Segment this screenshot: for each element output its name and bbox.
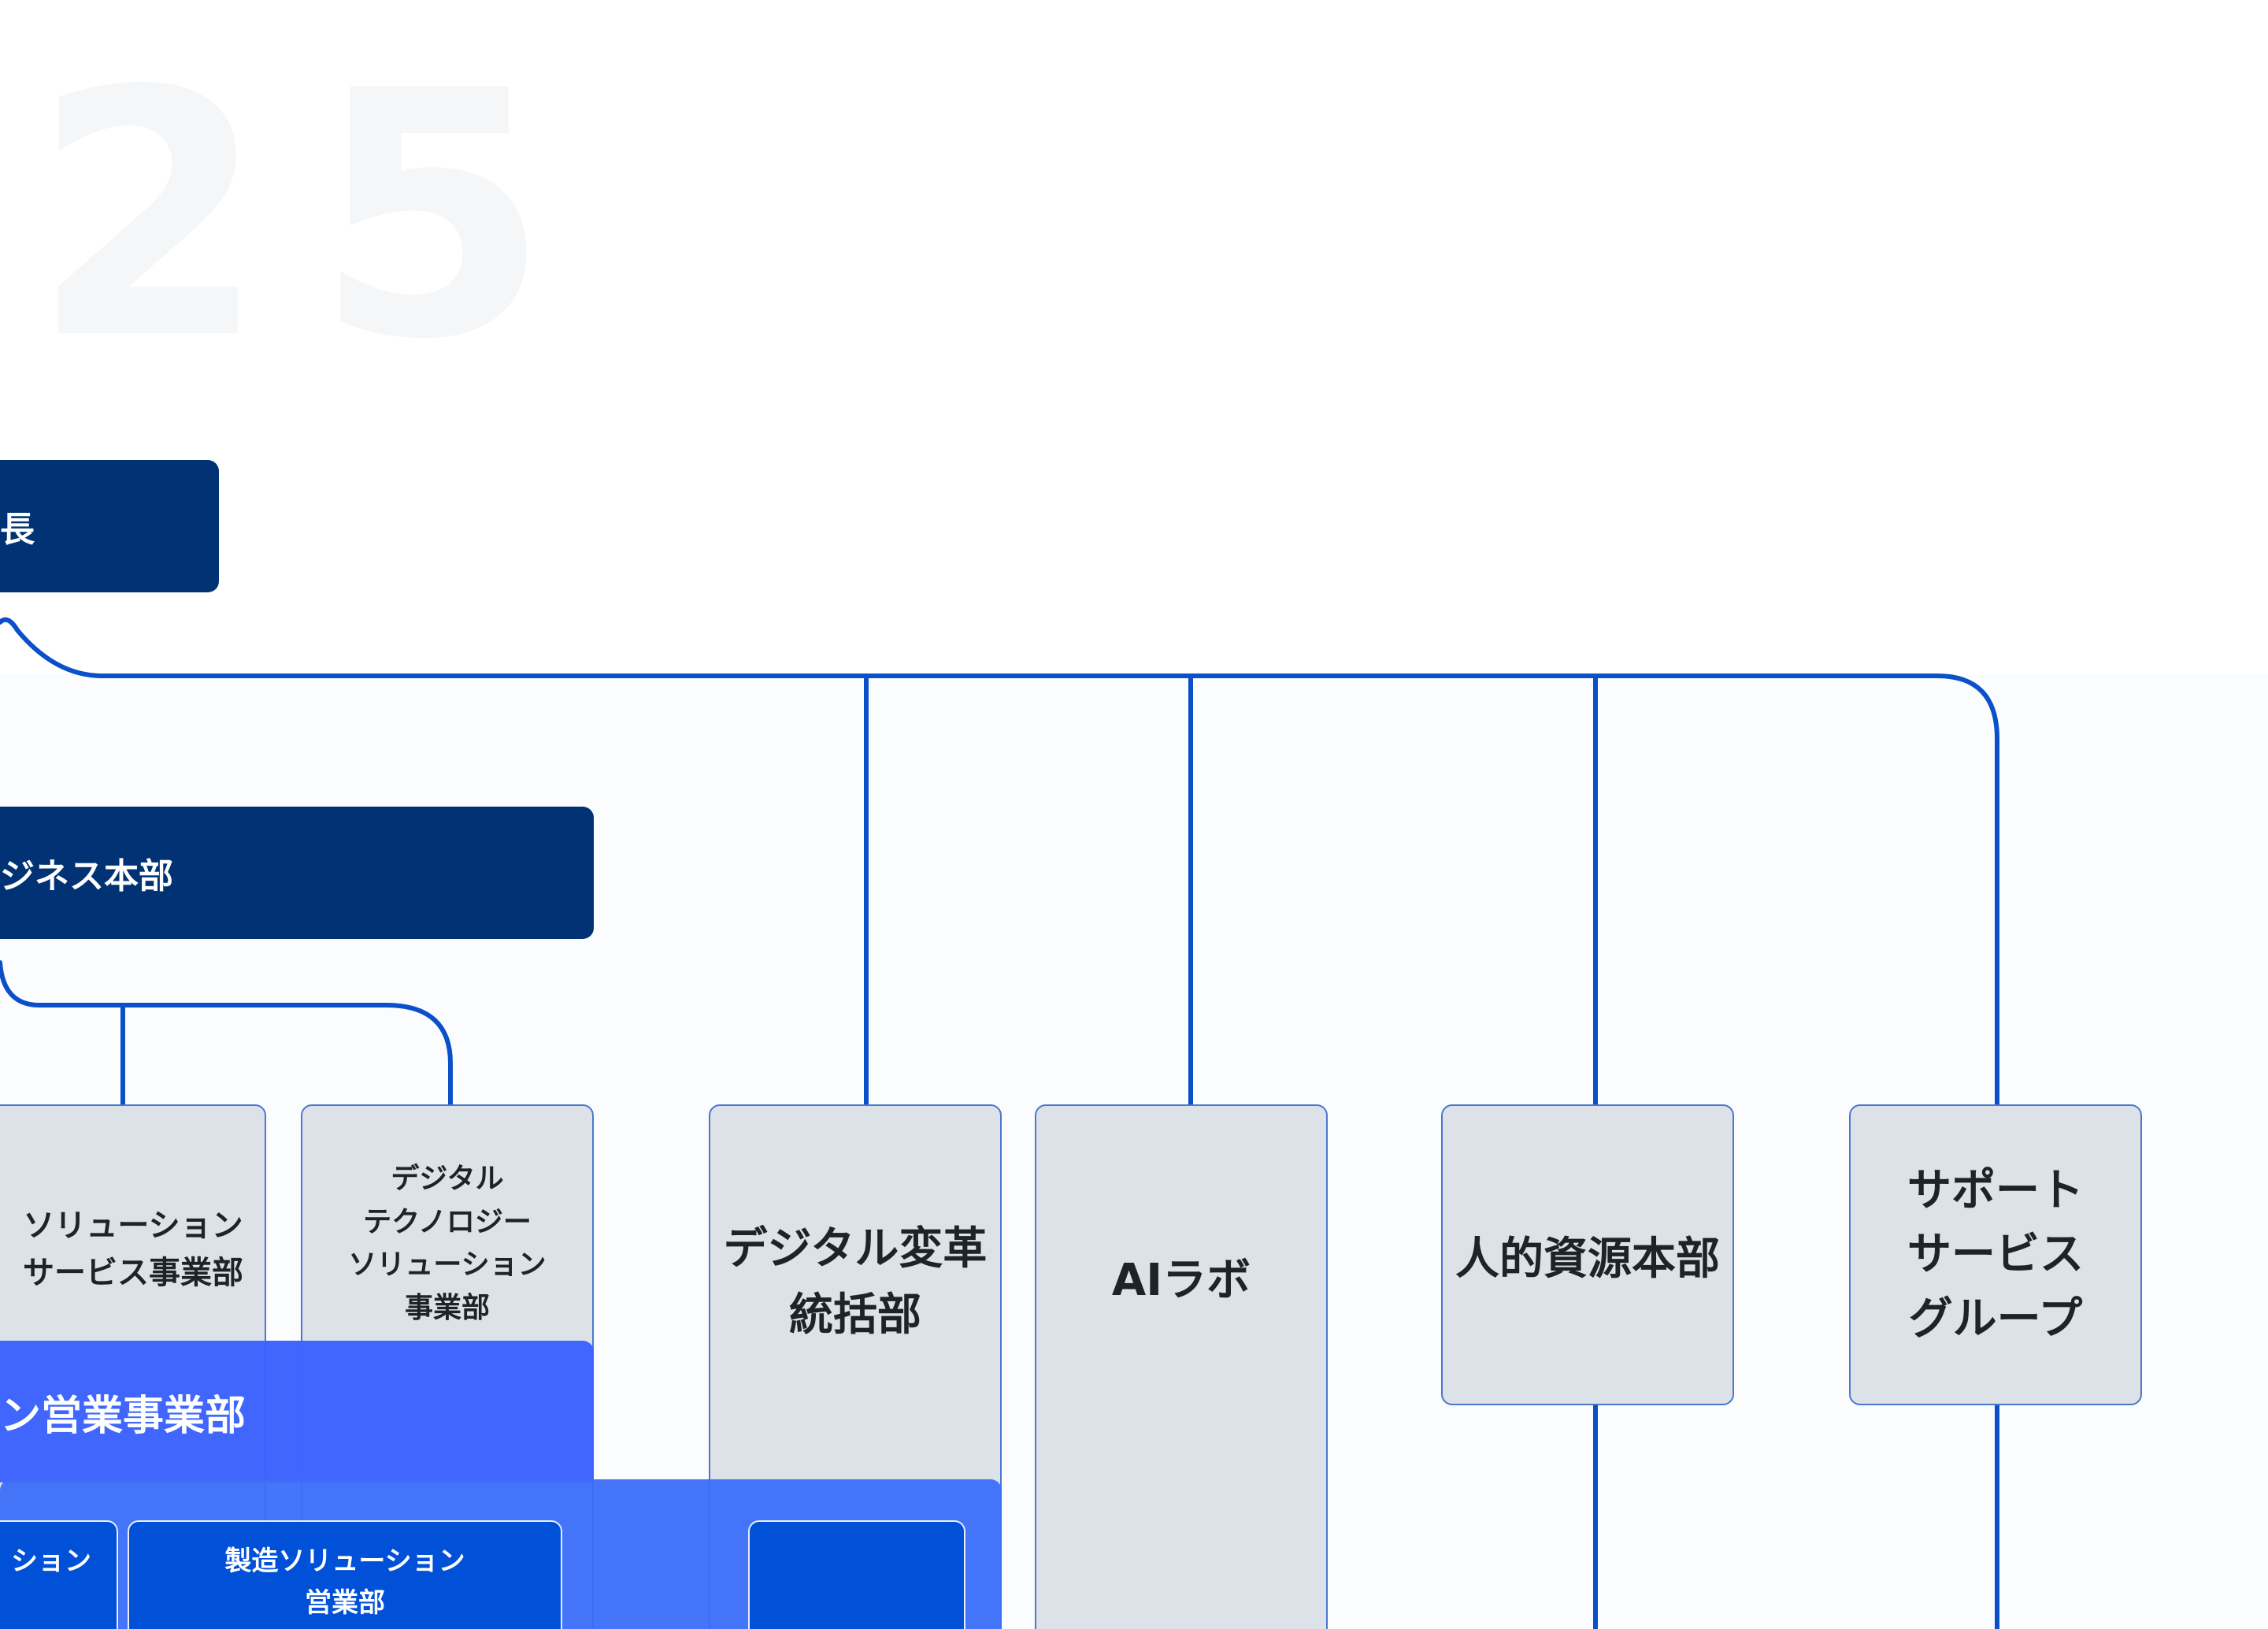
sub-unit-left-partial-label: ション [11, 1546, 91, 1577]
top-trunk-connector [0, 617, 1999, 1108]
background-number: 25 [32, 20, 598, 414]
sales-division-label: ン営業事業部 [0, 1392, 246, 1440]
card-support-group-label: サポート サービス グループ [1907, 1165, 2084, 1345]
card-digital-technology-label: デジタル テクノロジー ソリューション 事業部 [348, 1163, 547, 1325]
sub-unit-manufacturing-label: 製造ソリューション 営業部 [224, 1546, 465, 1619]
top-executive-box[interactable]: 長 [0, 460, 219, 592]
business-division-box[interactable]: ジネス本部 [0, 807, 594, 939]
card-support-group[interactable]: サポート サービス グループ [1849, 1104, 2142, 1405]
card-ai-lab-label: AIラボ [1111, 1255, 1251, 1306]
division-connector [0, 960, 453, 1108]
card-solution-service-label: ソリューション サービス事業部 [23, 1208, 243, 1291]
card-human-resources[interactable]: 人的資源本部 [1441, 1104, 1734, 1405]
sub-unit-right[interactable] [748, 1520, 965, 1629]
card-ai-lab[interactable]: AIラボ [1035, 1104, 1328, 1629]
business-division-label: ジネス本部 [0, 856, 173, 896]
top-executive-label: 長 [0, 510, 35, 550]
sales-division-band[interactable]: ン営業事業部 [0, 1341, 594, 1482]
card-human-resources-label: 人的資源本部 [1455, 1233, 1720, 1285]
sub-unit-left-partial[interactable]: ション [0, 1520, 118, 1629]
card-digital-transformation-label: デジタル変革 統括部 [723, 1223, 988, 1341]
sub-unit-manufacturing[interactable]: 製造ソリューション 営業部 [128, 1520, 562, 1629]
